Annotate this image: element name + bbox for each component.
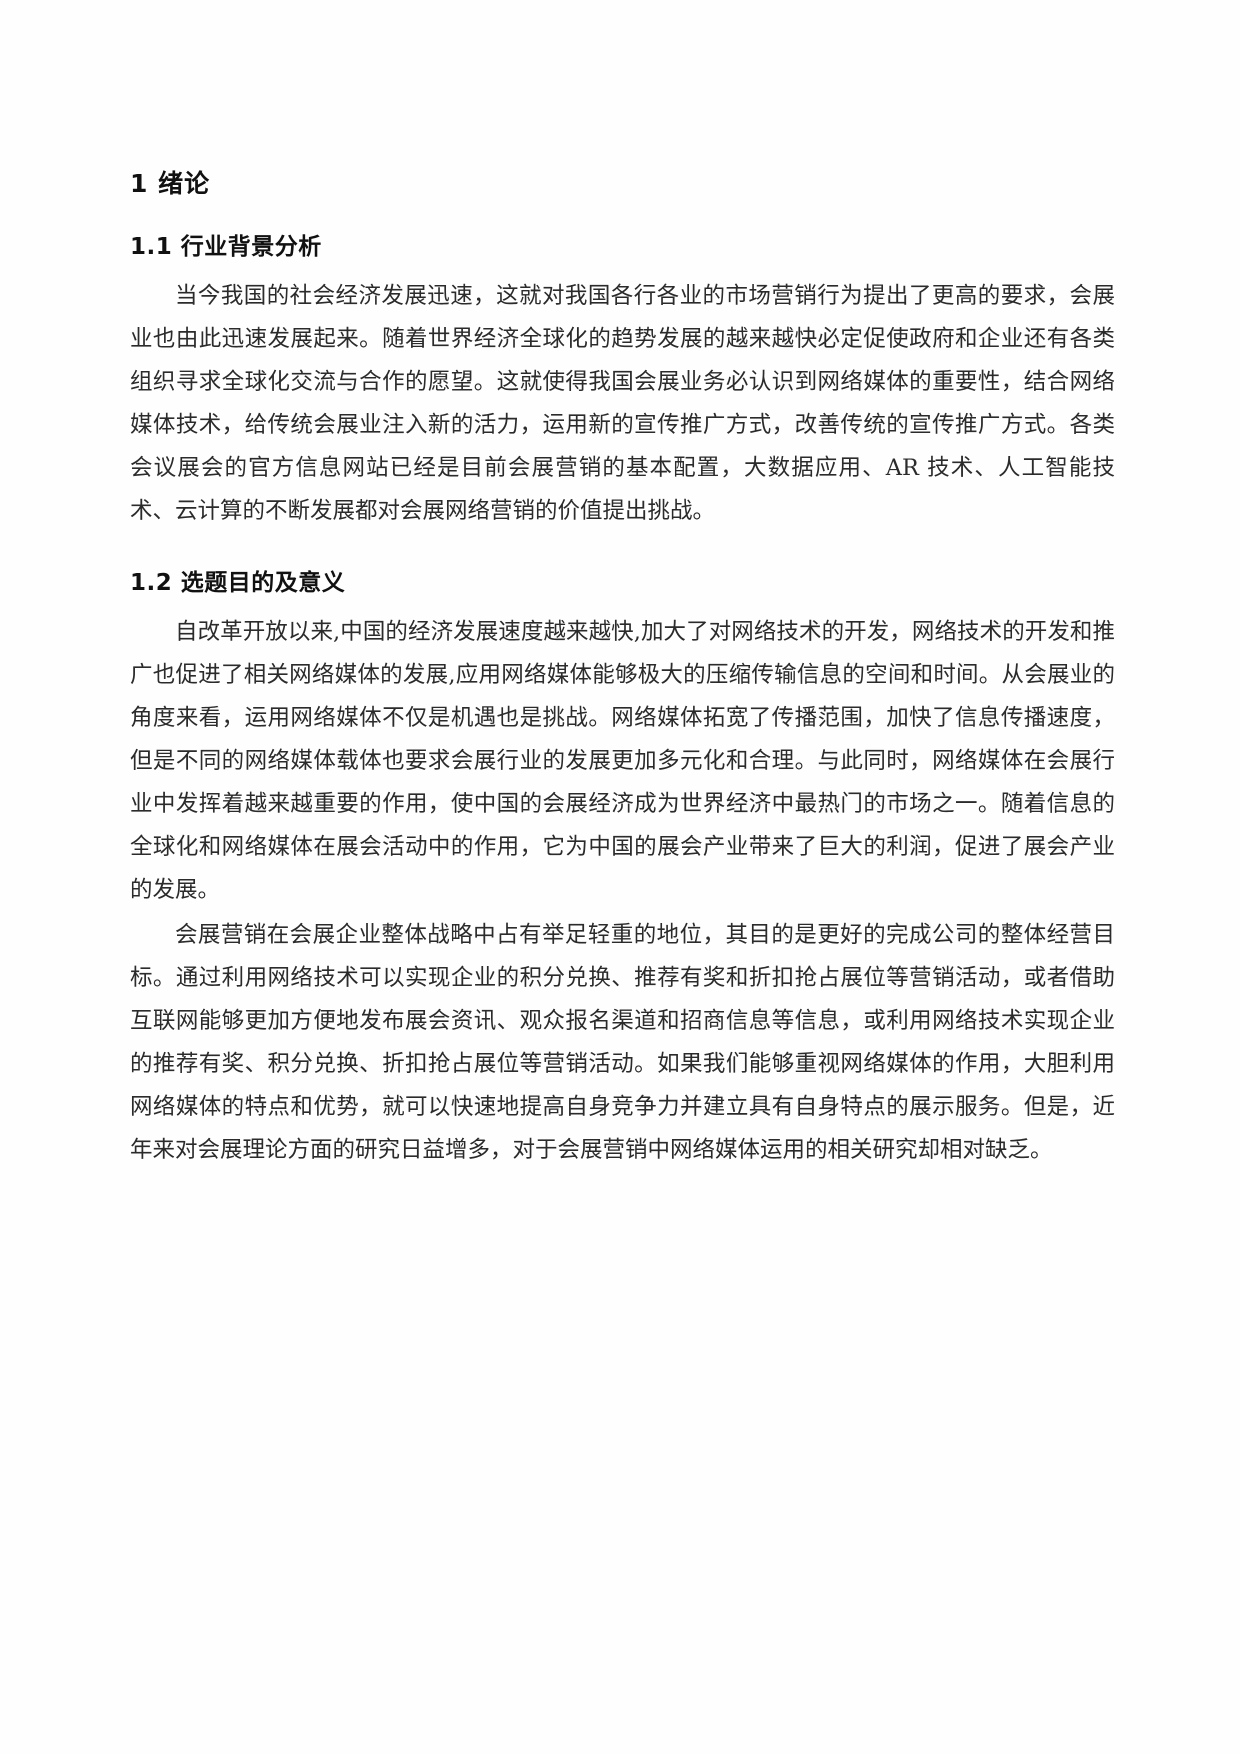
paragraph: 自改革开放以来,中国的经济发展速度越来越快,加大了对网络技术的开发，网络技术的开… [130, 619, 1115, 904]
section-heading-1-1: 1.1 行业背景分析 [130, 234, 322, 261]
section-heading-1-2: 1.2 选题目的及意义 [130, 570, 346, 597]
paragraph: 会展营销在会展企业整体战略中占有举足轻重的地位，其目的是更好的完成公司的整体经营… [130, 922, 1115, 1164]
page-content: 1 绪论 1.1 行业背景分析 当今我国的社会经济发展迅速，这就对我国各行各业的… [130, 168, 1115, 1174]
paragraph: 当今我国的社会经济发展迅速，这就对我国各行各业的市场营销行为提出了更高的要求，会… [130, 283, 1115, 525]
chapter-heading: 1 绪论 [130, 169, 211, 198]
